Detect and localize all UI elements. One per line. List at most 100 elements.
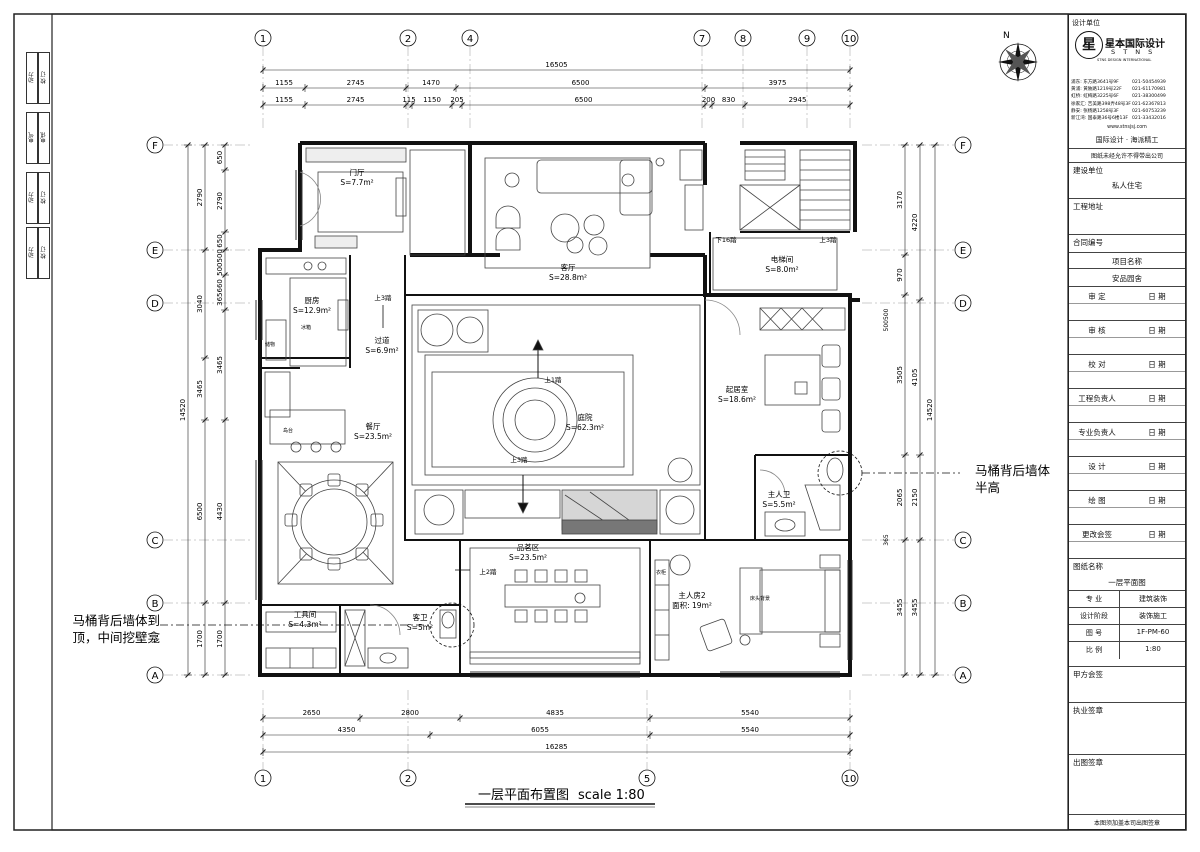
signature-role: 校 对 — [1088, 360, 1106, 369]
project-name-value: 安品园舍 — [1112, 274, 1142, 283]
dim-slash — [917, 537, 923, 543]
dim-slash — [409, 102, 415, 108]
step-label: 上3踏 — [819, 235, 837, 244]
grid-label-right: E — [960, 246, 966, 257]
grid-label-left: D — [151, 299, 159, 310]
dim-value: 6500 — [575, 96, 593, 104]
dim-slash — [202, 600, 208, 606]
project-address-label: 工程地址 — [1073, 202, 1103, 211]
room-area: 面积: 19m² — [672, 600, 712, 610]
exterior-walls — [258, 141, 860, 677]
dim-slash — [222, 167, 228, 173]
signature-row: 绘 图日 期 — [1069, 490, 1185, 524]
dim-value: 2065 — [896, 489, 904, 507]
room-name: 品茗区 — [517, 542, 540, 552]
spec-divider — [1119, 591, 1120, 608]
room-area: S=4.3m² — [288, 620, 321, 629]
dim-slash — [222, 600, 228, 606]
dim-value: 3975 — [769, 79, 787, 87]
office-phone: 021-50454939 — [1132, 80, 1166, 85]
office-city: 新江湾: 国泰路36号6楼13F — [1071, 116, 1129, 121]
project-name-label: 项目名称 — [1112, 257, 1142, 266]
dim-value: 3455 — [896, 599, 904, 617]
room-name: 客厅 — [561, 262, 576, 272]
north-label: N — [1003, 31, 1010, 41]
spec-row: 设计阶段装饰施工 — [1069, 607, 1185, 625]
revision-cell: 校 订 — [38, 227, 50, 279]
office-city: 虹桥: 虹梅路3225号6F — [1071, 94, 1119, 100]
grid-label-left: B — [152, 599, 159, 610]
grid-label-right: C — [960, 536, 967, 547]
client-value: 私人住宅 — [1112, 181, 1142, 190]
signature-date-label: 日 期 — [1148, 496, 1166, 505]
dim-slash — [917, 672, 923, 678]
dim-value: 6500 — [572, 79, 590, 87]
room-area: S=5.5m² — [762, 500, 795, 509]
dim-value: 200 — [702, 96, 715, 104]
signature-role: 工程负责人 — [1078, 394, 1116, 403]
small-label: 衣柜 — [656, 569, 666, 576]
grid-label-top: 7 — [699, 34, 705, 45]
dim-value: 1700 — [196, 630, 204, 648]
company-tagline: STNS DESIGN INTERNATIONAL — [1097, 58, 1152, 62]
grid-label-left: F — [152, 141, 158, 152]
dim-value: 4105 — [911, 369, 919, 387]
dim-slash — [902, 452, 908, 458]
office-city: 徐家汇: 吉美路398弄48号3F — [1071, 101, 1131, 107]
drawing-scale: scale 1:80 — [578, 788, 645, 803]
dim-slash — [222, 142, 228, 148]
dim-value: 970 — [896, 268, 904, 281]
dim-slash — [847, 67, 853, 73]
grid-label-left: E — [152, 246, 158, 257]
dim-slash — [847, 102, 853, 108]
dim-slash — [702, 102, 708, 108]
room-name: 过道 — [375, 335, 390, 345]
signature-line — [1069, 507, 1185, 508]
design-unit-label: 设计单位 — [1072, 19, 1100, 27]
grid-label-bottom: 10 — [844, 774, 857, 785]
dim-slash — [202, 142, 208, 148]
office-city: 黄浦: 黄陂路1219号22F — [1071, 87, 1122, 93]
grid-label-right: B — [960, 599, 967, 610]
room-area: S=23.5m² — [354, 432, 392, 441]
dim-slash — [932, 142, 938, 148]
dim-slash — [932, 672, 938, 678]
dim-slash — [260, 85, 266, 91]
dim-slash — [202, 672, 208, 678]
revision-cell: 动力 — [26, 227, 38, 279]
drawing-title: 一层平面布置图 — [478, 788, 569, 803]
dim-slash — [459, 102, 465, 108]
dim-value: 4430 — [216, 503, 224, 521]
signature-role: 审 核 — [1088, 326, 1106, 335]
dim-slash — [847, 732, 853, 738]
dim-value: 500500 — [216, 249, 224, 276]
signature-date-label: 日 期 — [1148, 462, 1166, 471]
spec-label: 设计阶段 — [1080, 612, 1108, 620]
interior-walls — [260, 231, 850, 675]
dim-value: 6055 — [531, 726, 549, 734]
grid-label-top: 10 — [844, 34, 857, 45]
family-room-furniture — [704, 299, 846, 433]
office-address: 徐家汇: 吉美路398弄48号3F021-62367813 — [1071, 101, 1166, 108]
signature-date-label: 日 期 — [1148, 428, 1166, 437]
dim-value: 4835 — [546, 709, 564, 717]
dim-slash — [917, 452, 923, 458]
signature-row: 更改会签日 期 — [1069, 524, 1185, 558]
office-phone: 021-61170981 — [1132, 87, 1166, 93]
dim-slash — [647, 715, 653, 721]
dim-slash — [260, 102, 266, 108]
room-name: 电梯间 — [771, 254, 794, 264]
dim-value: 1150 — [423, 96, 441, 104]
dim-value: 5540 — [741, 726, 759, 734]
dim-value: 2945 — [789, 96, 807, 104]
dim-slash — [709, 102, 715, 108]
revision-cell: 电讯 — [38, 112, 50, 164]
living-room-furniture — [484, 149, 704, 269]
room-area: S=62.3m² — [566, 423, 604, 432]
room-area: S=18.6m² — [718, 395, 756, 404]
dim-slash — [902, 252, 908, 258]
dim-value: 2790 — [216, 192, 224, 210]
